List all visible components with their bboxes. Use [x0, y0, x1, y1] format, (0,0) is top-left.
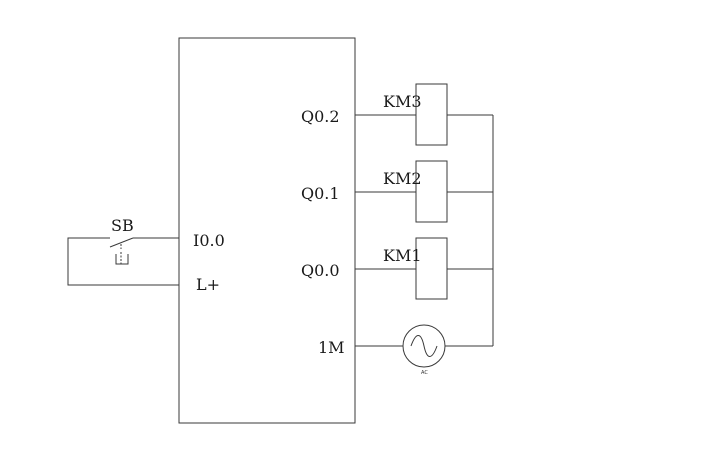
ac-source-label: AC: [421, 370, 428, 376]
output-label-q0-2: Q0.2: [301, 107, 340, 126]
plc-module: [178, 37, 356, 424]
input-label-l-plus: L+: [196, 275, 220, 294]
switch-actuator-icon: [115, 244, 129, 265]
input-label-i0-0: I0.0: [193, 231, 225, 250]
coil-branch-km2: KM2: [355, 160, 493, 223]
switch-wire-loop: [67, 237, 179, 286]
output-label-1m: 1M: [318, 338, 345, 357]
coil-branch-km3: KM3: [355, 83, 493, 146]
output-label-q0-0: Q0.0: [301, 261, 340, 280]
sine-wave-icon: [410, 335, 438, 357]
switch-label: SB: [111, 216, 134, 235]
coil-label-km2: KM2: [383, 169, 422, 188]
switch-contact: [109, 237, 134, 248]
ac-branch: AC: [355, 324, 493, 376]
output-label-q0-1: Q0.1: [301, 184, 340, 203]
coil-label-km1: KM1: [383, 246, 422, 265]
input-circuit: SB: [67, 216, 179, 286]
coil-branch-km1: KM1: [355, 237, 493, 300]
coil-label-km3: KM3: [383, 92, 422, 111]
